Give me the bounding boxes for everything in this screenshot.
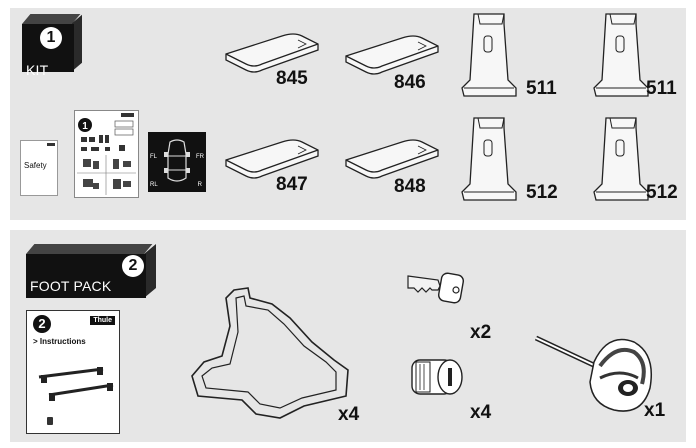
bracket-511b-number: 511 (646, 78, 677, 99)
safety-label: Safety (24, 161, 47, 170)
label-r: R (197, 182, 202, 188)
bracket-512a-illustration (461, 117, 517, 201)
foot-illustration (191, 287, 349, 419)
label-fl: FL (150, 154, 158, 160)
kit-label: KIT (26, 62, 49, 78)
label-rl: RL (150, 182, 158, 188)
tool-quantity: x1 (644, 400, 666, 421)
key-icon (407, 272, 465, 304)
instructions-number: 2 (33, 315, 51, 333)
bracket-511b-illustration (593, 13, 649, 97)
fit-instructions-sheet: 1 (74, 110, 139, 198)
roof-bars-illustration (38, 367, 114, 425)
foot-pack-box: 2 FOOT PACK (26, 243, 156, 299)
safety-document: Safety (20, 140, 58, 196)
thule-logo: Thule (90, 316, 115, 325)
pad-848-number: 848 (394, 176, 426, 197)
pad-845-illustration (225, 33, 319, 73)
car-fit-diagram: FL FR RL R (148, 132, 206, 192)
fit-instructions-illustration: 1 (77, 113, 136, 195)
pad-847-number: 847 (276, 174, 308, 195)
pad-848-illustration (345, 139, 439, 179)
bracket-511a-illustration (461, 13, 517, 97)
foot-pack-number: 2 (122, 255, 144, 277)
bracket-512a-number: 512 (526, 182, 558, 203)
foot-pack-label: FOOT PACK (30, 278, 112, 294)
label-fr: FR (196, 154, 204, 160)
pad-845-number: 845 (276, 68, 308, 89)
torque-tool-icon (534, 335, 652, 412)
pad-846-number: 846 (394, 72, 426, 93)
foot-pack-instructions: 2 Thule > Instructions (26, 310, 120, 434)
kit-number: 1 (40, 27, 62, 49)
foot-quantity: x4 (338, 404, 360, 425)
bracket-511a-number: 511 (526, 78, 557, 99)
bracket-512b-number: 512 (646, 182, 678, 203)
lock-quantity: x4 (470, 402, 492, 423)
kit-box: 1 KIT (22, 14, 82, 78)
svg-text:1: 1 (82, 121, 88, 132)
instructions-title: > Instructions (33, 337, 86, 346)
car-top-view-icon (164, 139, 190, 182)
pad-847-illustration (225, 139, 319, 179)
key-quantity: x2 (470, 322, 492, 343)
pad-846-illustration (345, 35, 439, 75)
lock-cylinder-icon (411, 359, 463, 395)
bracket-512b-illustration (593, 117, 649, 201)
